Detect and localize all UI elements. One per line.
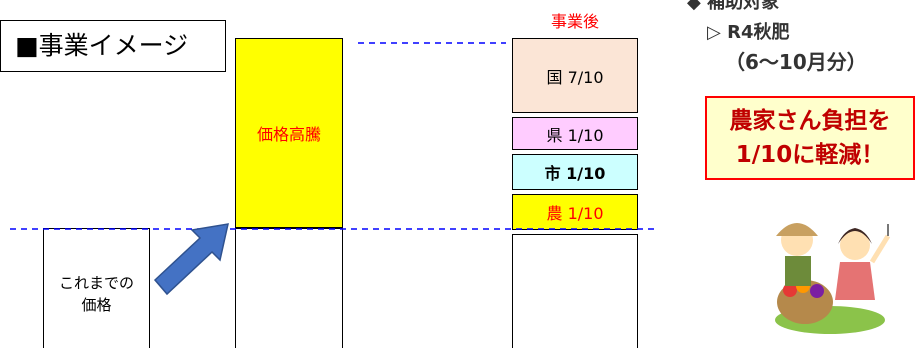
up-right-arrow-icon: [153, 223, 229, 296]
price-surge-bar: 価格高騰: [235, 38, 343, 228]
support-target-heading: ◆ 補助対象: [687, 0, 780, 13]
city-share-label: 市 1/10: [544, 164, 606, 183]
support-target-period: （6～10月分）: [725, 50, 867, 74]
diagram-title: ■事業イメージ: [0, 20, 226, 72]
farmer-share-label: 農 1/10: [546, 204, 604, 223]
prefecture-share-segment: 県 1/10: [512, 117, 638, 150]
farmer-share-segment: 農 1/10: [512, 194, 638, 230]
price-surge-label: 価格高騰: [256, 125, 321, 144]
support-target-item: ▷ R4秋肥: [707, 22, 790, 43]
farmers-harvest-illustration: [775, 223, 891, 334]
national-share-label: 国 7/10: [546, 67, 604, 87]
callout-line2: 1/10に軽減！: [735, 142, 885, 168]
callout-line1: 農家さん負担を: [729, 108, 891, 134]
after-project-base: [512, 234, 638, 348]
previous-price-label-line1: これまでの: [58, 273, 134, 292]
burden-reduction-callout: 農家さん負担を 1/10に軽減！: [705, 96, 915, 180]
prefecture-share-label: 県 1/10: [546, 125, 604, 145]
national-share-segment: 国 7/10: [512, 38, 638, 113]
previous-price-label-line2: 価格: [81, 295, 112, 314]
city-share-segment: 市 1/10: [512, 154, 638, 190]
previous-price-column: これまでの 価格: [43, 228, 150, 348]
after-project-label: 事業後: [550, 12, 599, 31]
